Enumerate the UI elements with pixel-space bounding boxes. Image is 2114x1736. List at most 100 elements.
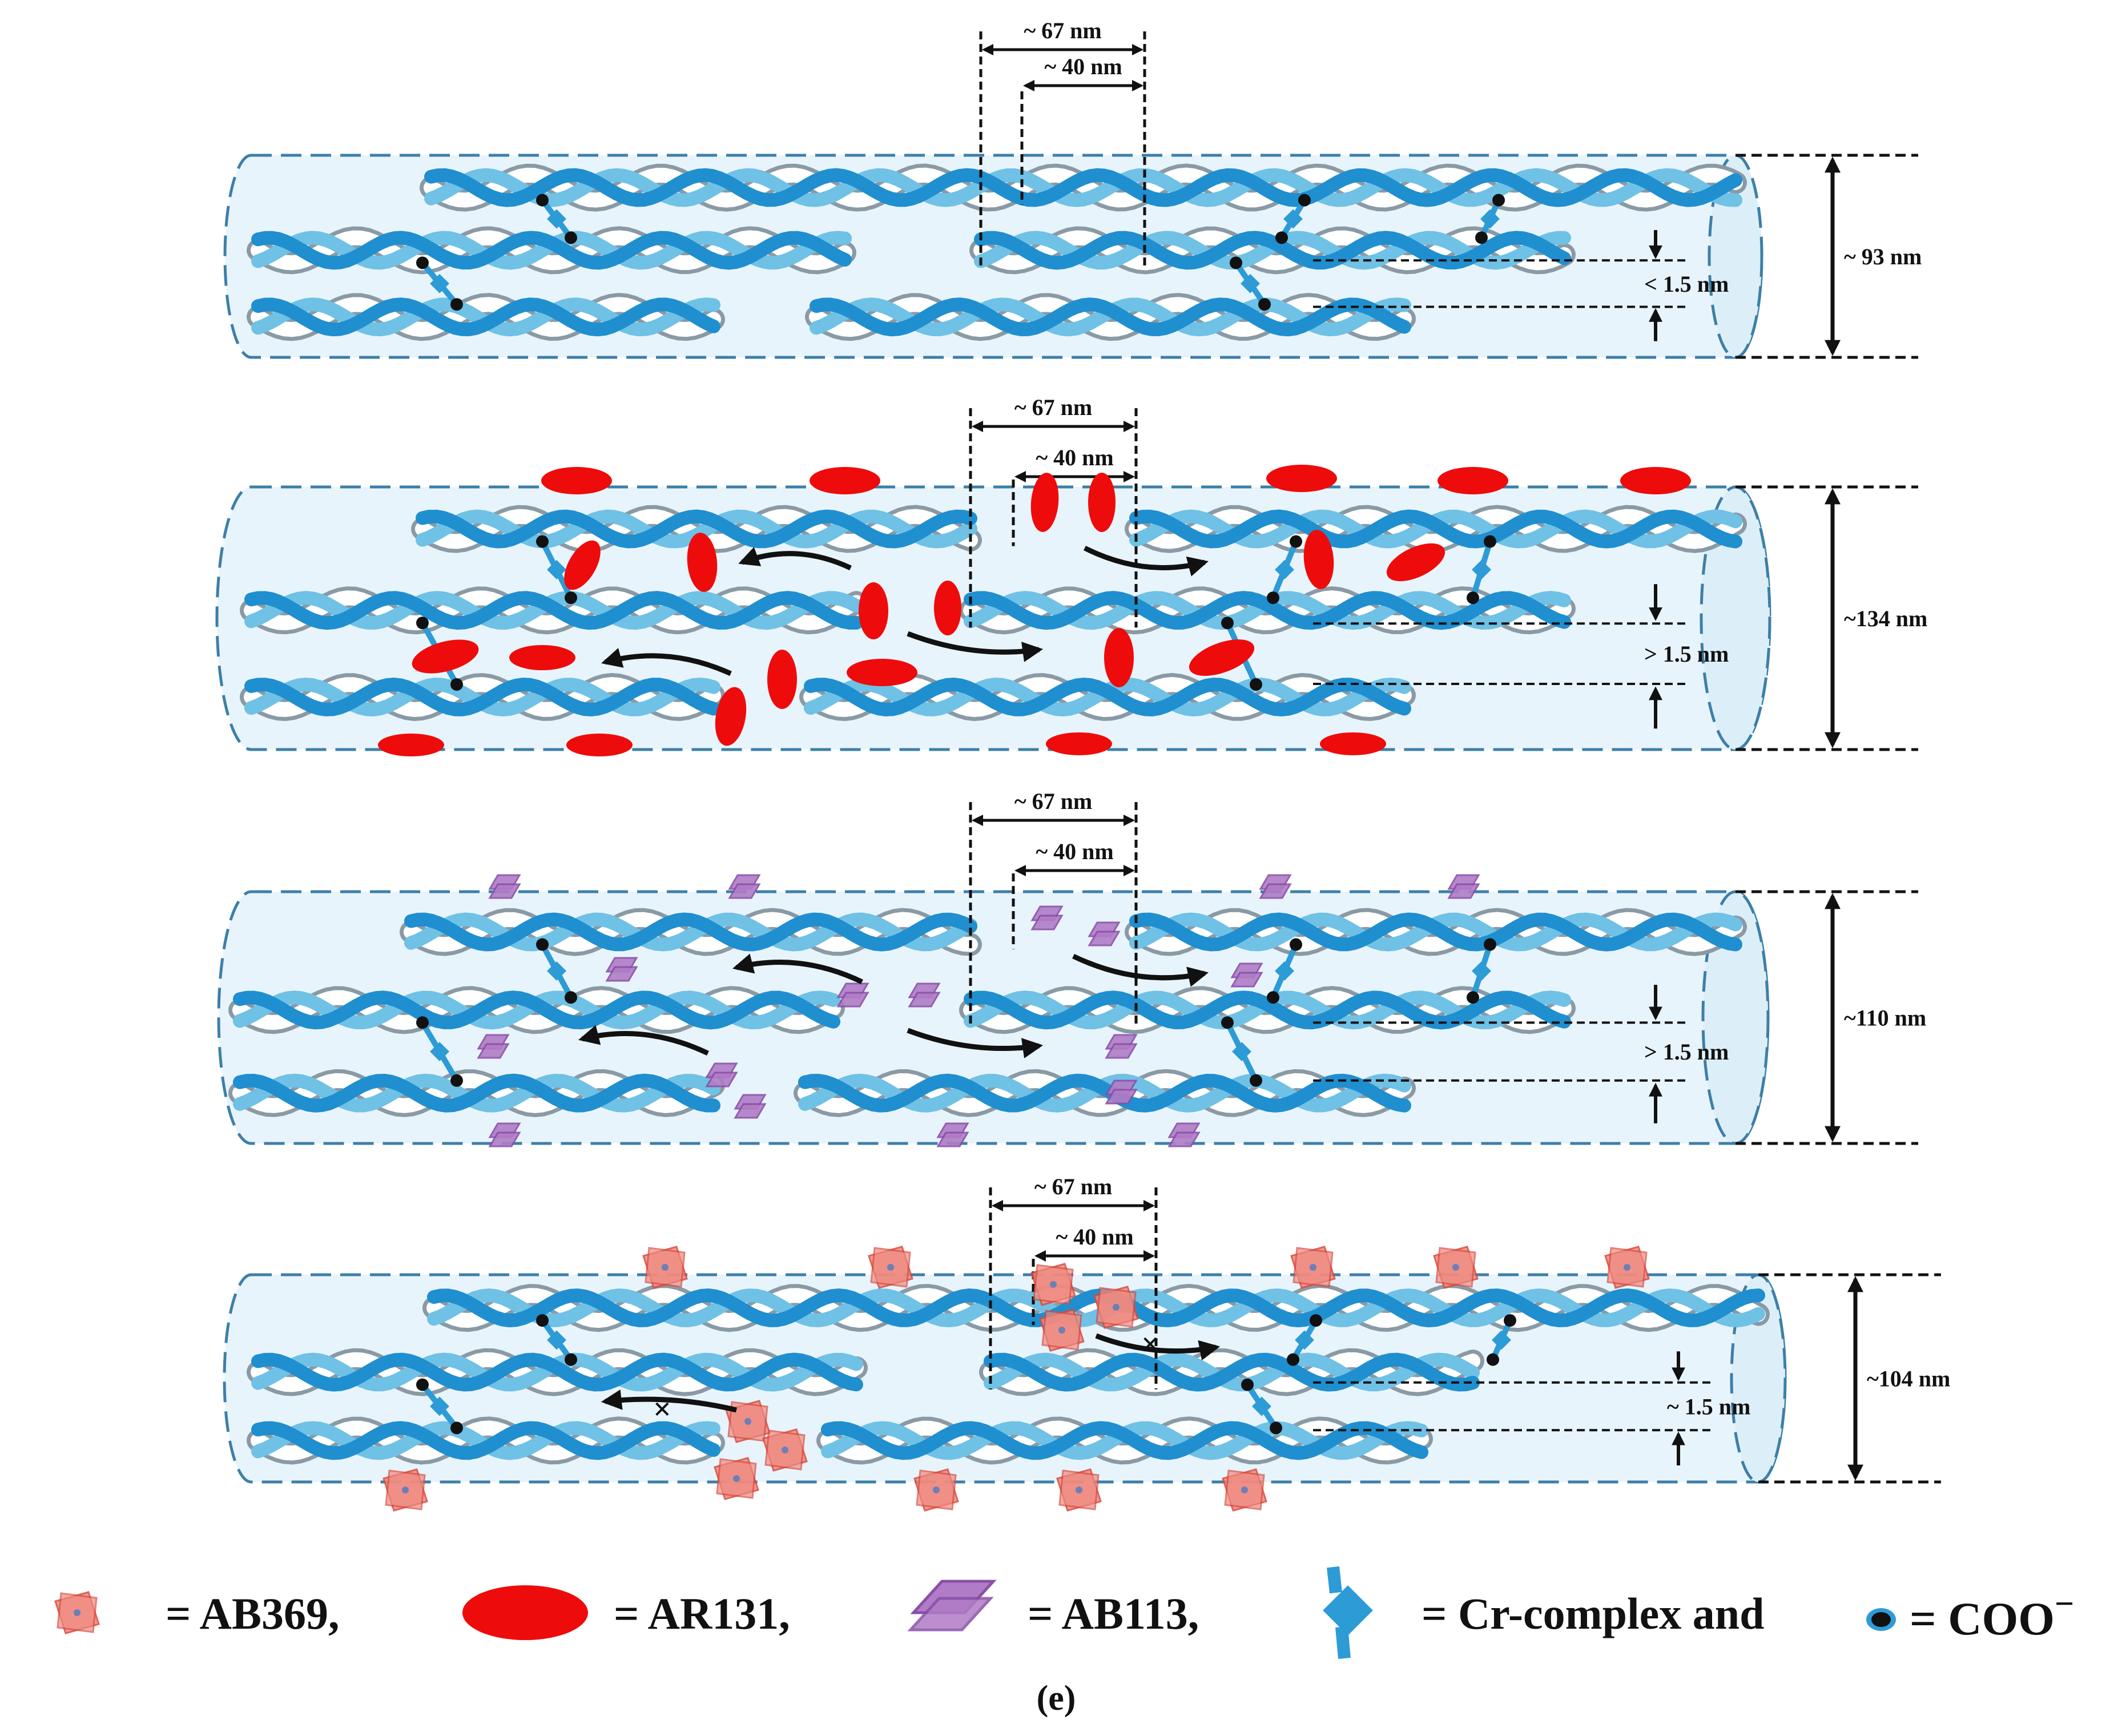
ar131-dye [564, 540, 601, 590]
legend: = AB369, = AR131, = AB113, = Cr-complex and… [54, 1566, 2074, 1659]
ar131-dye [1030, 473, 1059, 532]
ab369-dye [642, 1246, 688, 1289]
ab113-dye [908, 982, 941, 1008]
spacing-label: > 1.5 nm [1644, 1039, 1729, 1065]
ab369-dye [1093, 1286, 1139, 1329]
ab113-dye [1030, 905, 1064, 931]
ab113-dye [1105, 1034, 1138, 1059]
blocked-mark-icon: × [1141, 1327, 1159, 1362]
figure-caption: (e) [1037, 1679, 1076, 1718]
ar131-dye [1046, 732, 1112, 755]
diameter-label: ~104 nm [1867, 1366, 1950, 1392]
ar131-legend-label: = AR131, [614, 1589, 790, 1638]
ar131-dye [767, 650, 797, 709]
ab113-legend-icon [907, 1580, 997, 1632]
ab369-dye [913, 1468, 959, 1512]
dimension-markers: ~ 67 nm~ 40 nm~110 nm> 1.5 nm [969, 788, 1926, 1145]
ab369-dye [382, 1468, 428, 1512]
gap-label: ~ 40 nm [1036, 445, 1113, 470]
microfibril-strands [247, 163, 1747, 341]
diameter-label: ~110 nm [1844, 1005, 1926, 1031]
diameter-label: ~134 nm [1844, 606, 1927, 631]
period-label: ~ 67 nm [1024, 18, 1101, 43]
ar131-dye [412, 639, 479, 674]
coo-legend-text: = COO [1910, 1593, 2055, 1645]
microfibril-strands [228, 908, 1747, 1117]
ab113-dye [936, 1122, 969, 1147]
ab113-dye [1105, 1080, 1138, 1105]
ab113-dye [488, 874, 521, 899]
ab369-dye [1056, 1468, 1102, 1512]
ar131-dye [810, 467, 880, 494]
period-label: ~ 67 nm [1034, 1174, 1112, 1199]
ar131-dye [541, 467, 612, 494]
ar131-dye [715, 687, 747, 746]
ab369-legend-label: = AB369, [166, 1589, 340, 1638]
ab113-dye [488, 1122, 521, 1147]
ab369-dye [1604, 1246, 1650, 1289]
ab113-dye [836, 982, 869, 1008]
dye-molecules: ×× [382, 1246, 1650, 1512]
period-label: ~ 67 nm [1014, 394, 1092, 420]
fibril-panel-ab369: ~ 67 nm~ 40 nm~104 nm~ 1.5 nm×× [223, 1174, 1950, 1512]
diameter-label: ~ 93 nm [1844, 244, 1922, 269]
spacing-label: ~ 1.5 nm [1667, 1394, 1750, 1420]
ab113-dye [728, 874, 761, 899]
ar131-dye [1437, 467, 1508, 494]
coo-legend-icon [1866, 1608, 1896, 1631]
ar131-dye [687, 533, 718, 592]
ar131-dye [1266, 465, 1337, 492]
gap-label: ~ 40 nm [1056, 1224, 1133, 1250]
ab369-dye [1222, 1468, 1267, 1512]
ab113-dye [734, 1094, 767, 1119]
coo-legend-superscript: − [2055, 1585, 2074, 1622]
ab369-dye [714, 1457, 759, 1500]
ar131-dye [1088, 473, 1116, 532]
ar131-dye [378, 734, 444, 756]
ar131-dye [859, 582, 888, 639]
ab113-dye [705, 1062, 738, 1087]
ab113-dye [1167, 1122, 1201, 1147]
dye-molecules [378, 465, 1691, 756]
ab369-dye [762, 1428, 808, 1472]
ar131-dye [1320, 732, 1386, 755]
ab113-dye [1447, 874, 1480, 899]
fibril-panel-native: ~ 67 nm ~ 40 nm ~ 93 nm < 1.5 nm [223, 18, 1922, 359]
cr-complex-legend-icon [1323, 1566, 1373, 1659]
fibril-panel-ab113: ~ 67 nm~ 40 nm~110 nm> 1.5 nm [217, 788, 1926, 1147]
dimension-markers: ~ 67 nm ~ 40 nm ~134 nm > 1.5 nm [969, 394, 1927, 751]
ab113-dye [1230, 962, 1263, 988]
blocked-mark-icon: × [653, 1392, 671, 1427]
ar131-dye [1104, 628, 1134, 687]
period-label: ~ 67 nm [1014, 788, 1092, 814]
ar131-dye [1620, 467, 1691, 494]
ab113-dye [1259, 874, 1292, 899]
ab113-legend-label: = AB113, [1028, 1589, 1199, 1638]
ar131-dye [1386, 543, 1445, 582]
ab369-dye [1030, 1263, 1076, 1306]
ab369-dye [54, 1591, 100, 1634]
ar131-dye [934, 581, 961, 635]
ab369-dye [1433, 1246, 1479, 1289]
ab369-legend-icon [54, 1591, 100, 1634]
microfibril-strands [247, 1284, 1770, 1465]
ar131-legend-icon [462, 1585, 588, 1640]
spacing-label: < 1.5 nm [1644, 271, 1729, 297]
ab369-dye [1290, 1246, 1336, 1289]
fibril-panel-ar131: ~ 67 nm ~ 40 nm ~134 nm > 1.5 nm [215, 394, 1927, 756]
cr-complex-crosslinks [416, 938, 1496, 1087]
coo-legend-label: = COO− [1910, 1585, 2074, 1645]
dimension-markers: ~ 67 nm ~ 40 nm ~104 nm ~ 1.5 nm [989, 1174, 1950, 1484]
cr-complex-crosslinks [416, 1314, 1516, 1435]
ar131-dye [847, 659, 917, 686]
ab369-dye [1039, 1308, 1085, 1352]
gap-label: ~ 40 nm [1044, 54, 1122, 79]
cr-complex-legend-label: = Cr-complex and [1422, 1589, 1765, 1638]
spacing-label: > 1.5 nm [1644, 641, 1729, 667]
ar131-dye [1303, 530, 1334, 589]
ab113-dye [1088, 921, 1121, 946]
ar131-dye [566, 734, 633, 756]
dye-molecules [477, 874, 1480, 1147]
ab113-dye [605, 957, 638, 982]
